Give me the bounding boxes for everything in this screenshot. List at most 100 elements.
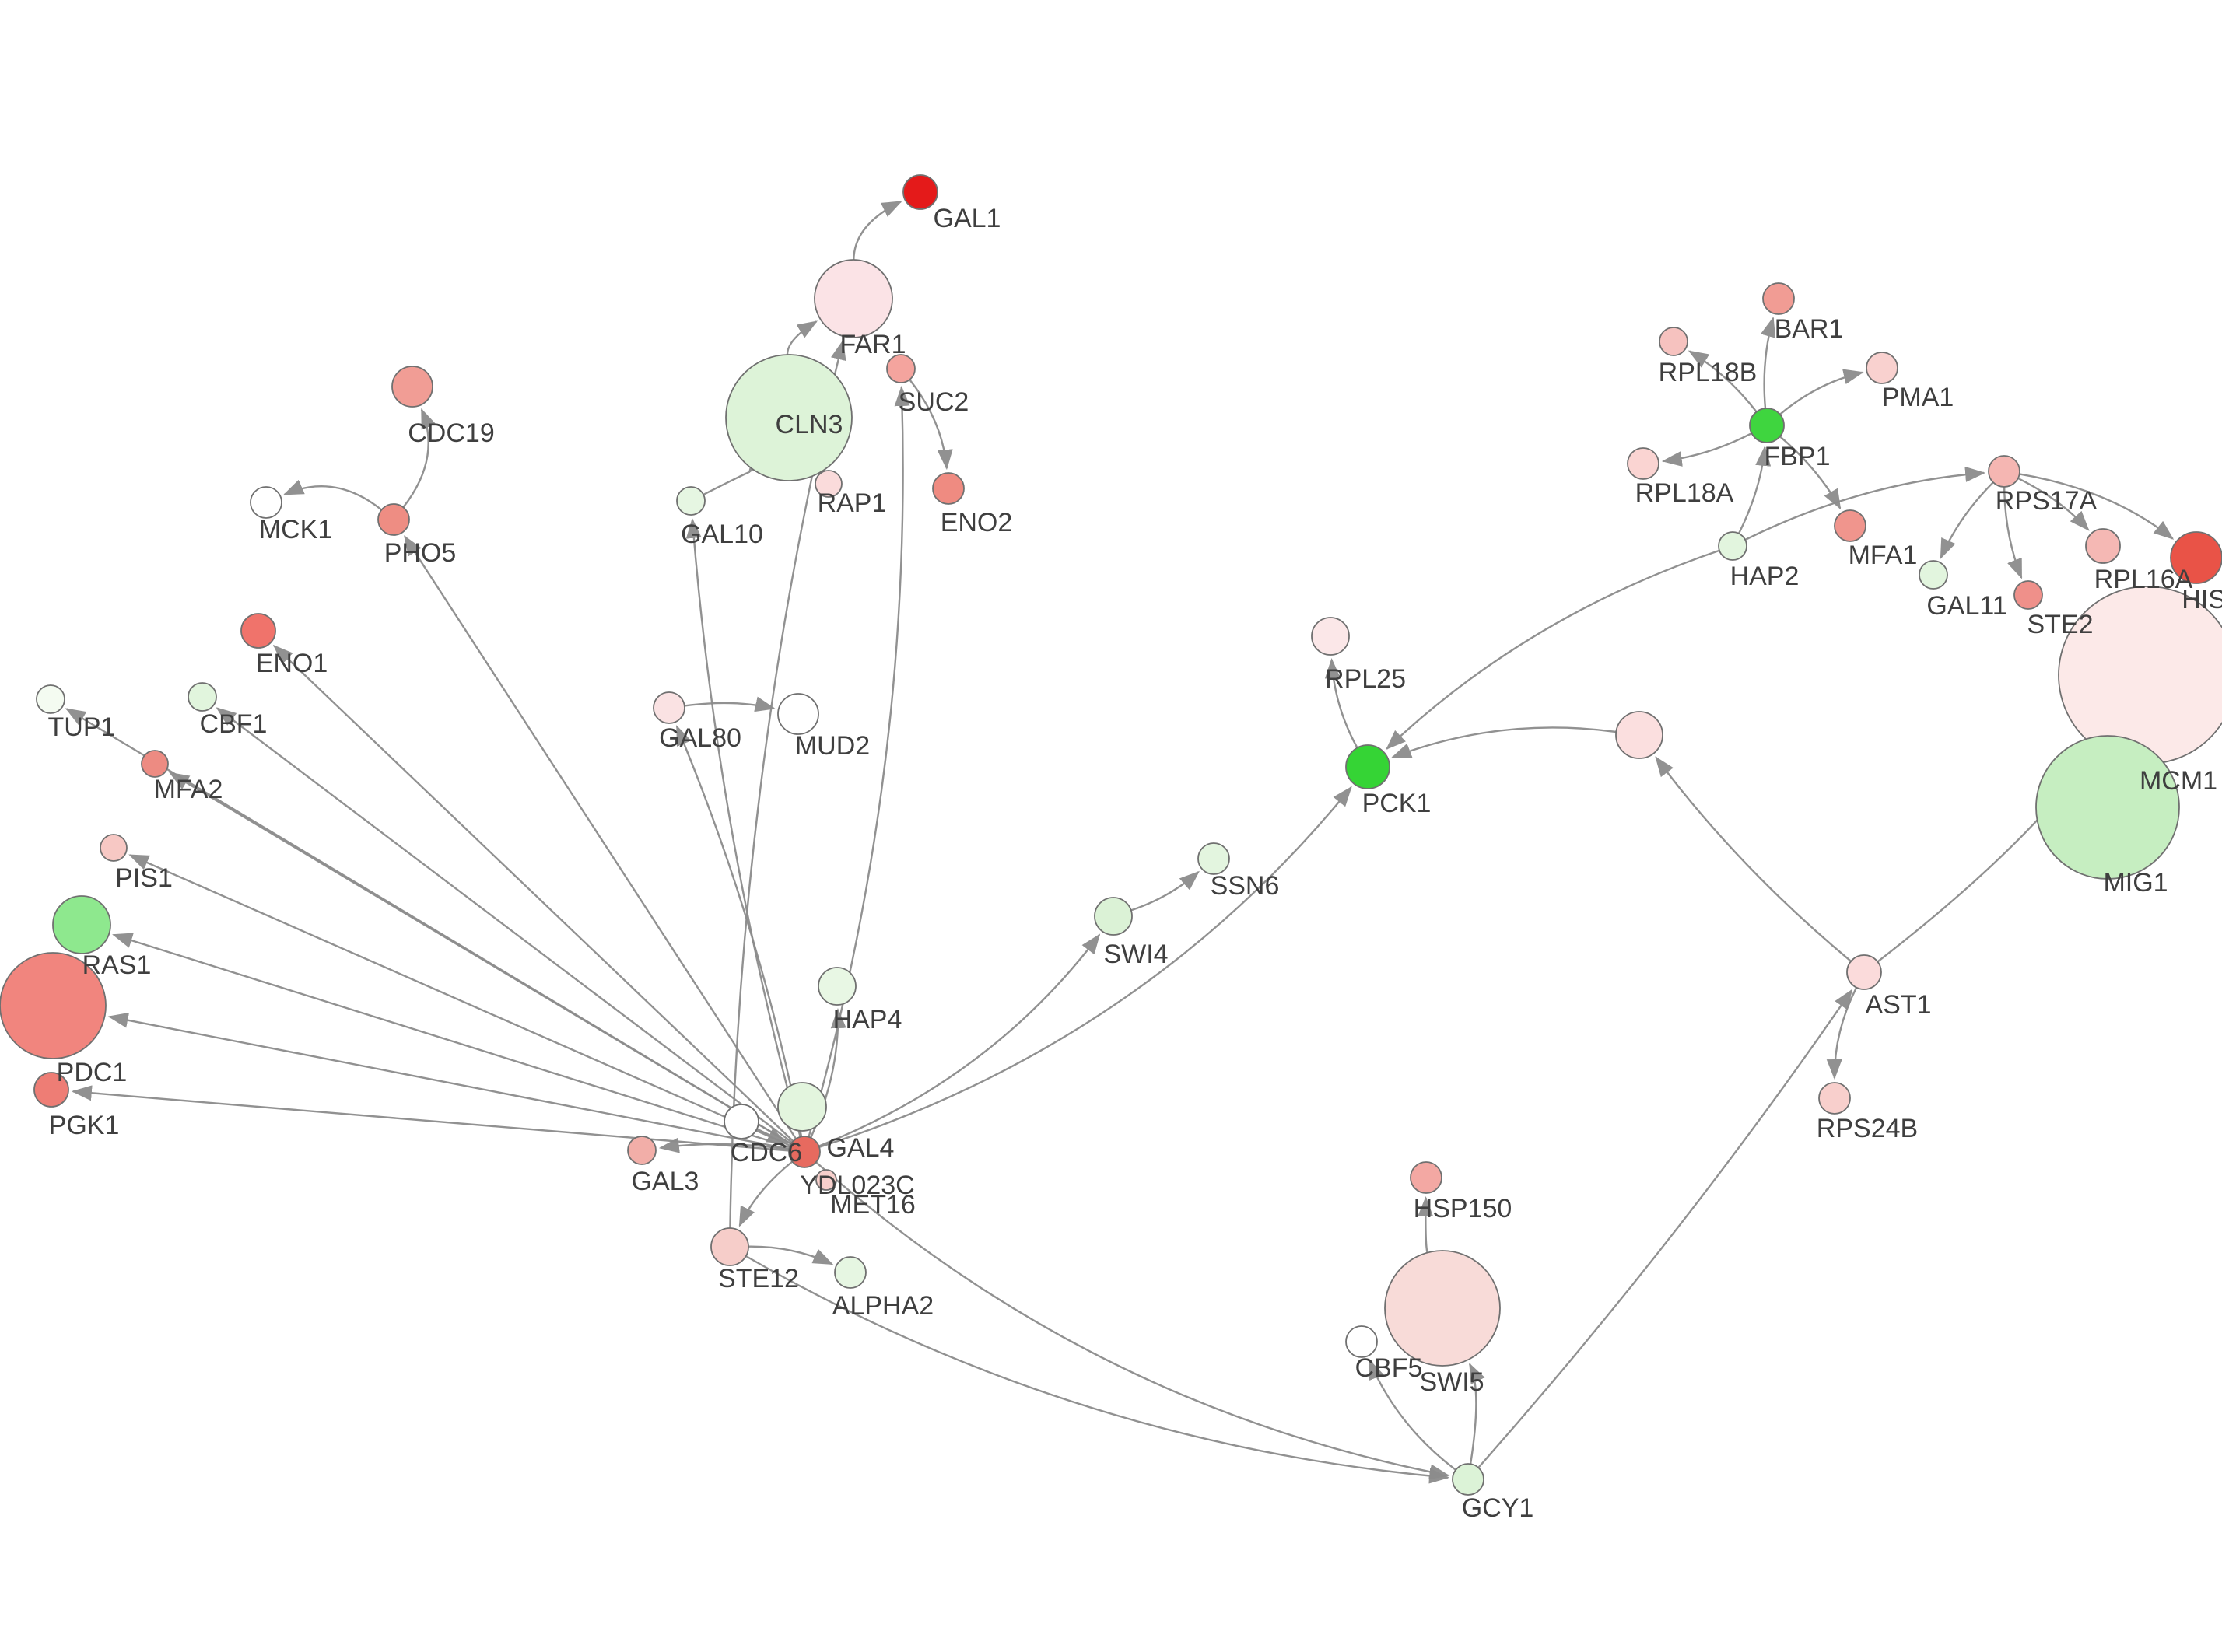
node-GCY1[interactable] xyxy=(1452,1463,1484,1496)
node-GAL4[interactable] xyxy=(788,1136,821,1168)
edge-STE12-ALPHA2[interactable] xyxy=(748,1245,834,1265)
edge-FBP1-RPL18B[interactable] xyxy=(1688,350,1758,413)
edge-HAP2-RPS17A[interactable] xyxy=(1744,466,1986,541)
node-GAL80[interactable] xyxy=(653,691,685,724)
node-HAP4[interactable] xyxy=(818,967,857,1006)
node-ENO2[interactable] xyxy=(932,472,965,505)
node-SSN6[interactable] xyxy=(1197,842,1230,875)
node-FBP1[interactable] xyxy=(1749,408,1785,443)
node-SUC2[interactable] xyxy=(886,354,916,383)
node-CDC6[interactable] xyxy=(724,1104,759,1139)
edge-PHO5-MCK1[interactable] xyxy=(282,479,383,511)
node-MUD2[interactable] xyxy=(777,693,819,735)
node-ENO1[interactable] xyxy=(240,613,276,649)
edge-FBP1-PMA1[interactable] xyxy=(1779,369,1864,415)
node-PDC1[interactable] xyxy=(0,952,107,1059)
node-GAL11[interactable] xyxy=(1919,560,1948,590)
node-MIG1[interactable] xyxy=(2035,735,2180,880)
edge-FBP1-BAR1[interactable] xyxy=(1760,317,1776,409)
edge-GAL4-GAL80[interactable] xyxy=(675,725,803,1137)
edge-RPS17A-GAL11[interactable] xyxy=(1940,481,1994,559)
node-RPS17A[interactable] xyxy=(1988,455,2020,488)
node-PMA1[interactable] xyxy=(1866,352,1898,384)
node-YDL023C[interactable] xyxy=(777,1082,827,1132)
edge-GAL4-STE12[interactable] xyxy=(738,1160,794,1227)
edge-PCK1-RPL25[interactable] xyxy=(1324,658,1358,749)
edge-GAL4-CBF1[interactable] xyxy=(216,707,793,1143)
node-BAR1[interactable] xyxy=(1762,282,1795,315)
node-AST1[interactable] xyxy=(1846,954,1882,990)
node-MFA1[interactable] xyxy=(1834,509,1866,542)
edge-FBP1-MFA1[interactable] xyxy=(1779,436,1842,510)
edge-RPS17A-HIS4[interactable] xyxy=(2019,473,2175,540)
node-MCK1[interactable] xyxy=(250,486,282,519)
edge-GAL4-PIS1[interactable] xyxy=(128,854,791,1146)
node-RPS24B[interactable] xyxy=(1818,1082,1851,1115)
node-blank2[interactable] xyxy=(1615,711,1663,759)
node-label-MUD2: MUD2 xyxy=(795,731,870,761)
edge-HAP2-FBP1[interactable] xyxy=(1737,445,1772,534)
node-RPL16A[interactable] xyxy=(2085,528,2121,564)
edge-HAP2-PCK1[interactable] xyxy=(1386,549,1720,750)
node-label-MFA1: MFA1 xyxy=(1849,541,1918,570)
edge-GCY1-CBF5[interactable] xyxy=(1368,1359,1456,1471)
node-GAL3[interactable] xyxy=(627,1136,657,1165)
edge-blank2-PCK1[interactable] xyxy=(1390,726,1617,758)
edge-CDC6-GAL4[interactable] xyxy=(756,1128,788,1144)
edge-RPS17A-RPL16A[interactable] xyxy=(2017,477,2090,531)
node-PIS1[interactable] xyxy=(100,834,128,862)
edge-GAL4-PGK1[interactable] xyxy=(71,1085,790,1152)
node-STE12[interactable] xyxy=(710,1227,749,1266)
edge-GCY1-SWI5[interactable] xyxy=(1469,1363,1485,1465)
node-STE2[interactable] xyxy=(2013,580,2043,610)
edge-GAL4-PDC1[interactable] xyxy=(107,1012,790,1150)
node-GAL10[interactable] xyxy=(676,486,706,516)
node-FAR1[interactable] xyxy=(814,259,893,338)
edge-GAL4-ENO1[interactable] xyxy=(272,644,794,1143)
node-MFA2[interactable] xyxy=(141,750,169,778)
edge-GAL10-CLN3[interactable] xyxy=(703,452,766,495)
node-RPL18A[interactable] xyxy=(1627,447,1659,480)
edge-GAL4-GCY1[interactable] xyxy=(815,1161,1450,1480)
edge-SWI5-HSP150[interactable] xyxy=(1418,1196,1434,1253)
edge-GAL4-SWI4[interactable] xyxy=(818,933,1101,1147)
edge-GAL4-GAL10[interactable] xyxy=(685,517,801,1138)
node-HSP150[interactable] xyxy=(1410,1161,1442,1194)
node-RPL18B[interactable] xyxy=(1659,327,1688,356)
node-SWI4[interactable] xyxy=(1094,897,1133,936)
edge-FBP1-RPL18A[interactable] xyxy=(1661,432,1753,467)
node-TUP1[interactable] xyxy=(36,684,65,714)
edge-GAL4-PCK1[interactable] xyxy=(818,786,1352,1149)
edge-SWI4-SSN6[interactable] xyxy=(1130,870,1200,912)
node-RAP1[interactable] xyxy=(815,470,843,498)
edge-GAL80-MUD2[interactable] xyxy=(684,696,776,712)
edge-GAL4-RAS1[interactable] xyxy=(112,933,790,1149)
node-PCK1[interactable] xyxy=(1345,744,1390,789)
node-PGK1[interactable] xyxy=(33,1072,69,1108)
edge-RPS17A-STE2[interactable] xyxy=(2003,486,2023,579)
node-RPL25[interactable] xyxy=(1311,617,1350,656)
edge-STE12-GCY1[interactable] xyxy=(745,1255,1450,1484)
node-SWI5[interactable] xyxy=(1384,1250,1501,1367)
node-HAP2[interactable] xyxy=(1718,531,1747,561)
node-CDC19[interactable] xyxy=(391,366,433,408)
edge-GCY1-AST1[interactable] xyxy=(1477,989,1853,1468)
node-CBF1[interactable] xyxy=(188,682,217,712)
edge-GAL4-PHO5[interactable] xyxy=(404,535,797,1139)
node-GAL1[interactable] xyxy=(902,174,938,210)
node-PHO5[interactable] xyxy=(377,503,410,536)
edge-SUC2-ENO2[interactable] xyxy=(909,379,953,471)
node-HIS4[interactable] xyxy=(2170,531,2222,584)
edge-FAR1-GAL1[interactable] xyxy=(853,201,902,261)
edge-GAL4-GAL3[interactable] xyxy=(658,1137,790,1153)
edge-AST1-blank2[interactable] xyxy=(1655,756,1852,962)
edge-PHO5-CDC19[interactable] xyxy=(402,408,436,509)
node-CBF5[interactable] xyxy=(1345,1325,1378,1358)
node-MET16[interactable] xyxy=(815,1169,837,1191)
node-CLN3[interactable] xyxy=(725,354,853,481)
edge-GAL4-MFA2[interactable] xyxy=(168,772,792,1145)
edge-AST1-RPS24B[interactable] xyxy=(1826,987,1858,1080)
node-RAS1[interactable] xyxy=(52,895,111,954)
edge-CLN3-FAR1[interactable] xyxy=(786,320,818,355)
node-ALPHA2[interactable] xyxy=(834,1256,867,1289)
